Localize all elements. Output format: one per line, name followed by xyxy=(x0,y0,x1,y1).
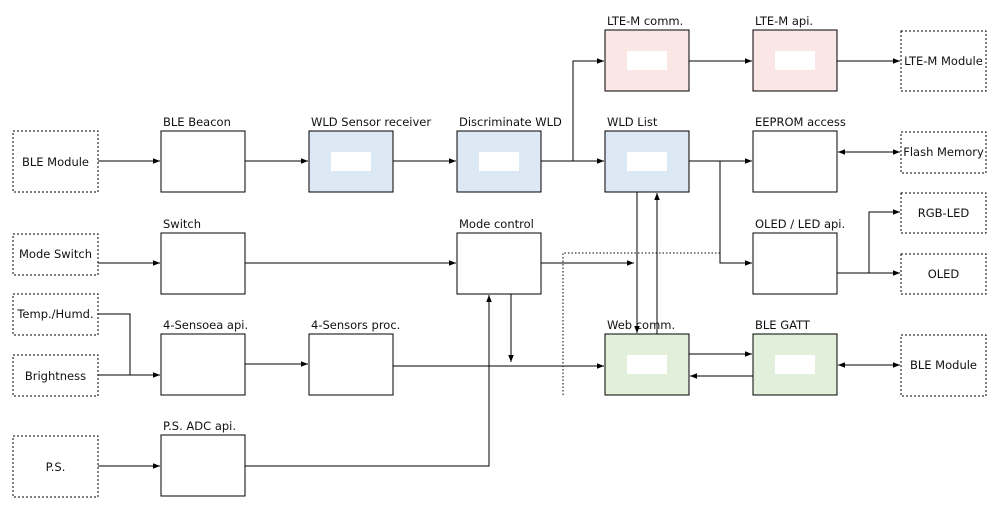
ext-brightness: Brightness xyxy=(12,354,99,397)
svg-text:BLE Module: BLE Module xyxy=(22,155,89,169)
block-mode-control: Mode control xyxy=(456,217,542,295)
ext-mode-switch: Mode Switch xyxy=(12,233,99,276)
svg-text:BLE Module: BLE Module xyxy=(910,358,977,372)
ext-temp-humd: Temp./Humd. xyxy=(12,293,99,336)
ext-oled: OLED xyxy=(900,253,987,295)
block-ble-gatt: BLE GATT xyxy=(752,318,838,396)
conn-oledapi-rgbled xyxy=(868,209,900,273)
svg-text:OLED / LED api.: OLED / LED api. xyxy=(755,217,845,231)
block-wld-sensor-receiver: WLD Sensor receiver xyxy=(308,115,431,193)
svg-text:Flash Memory: Flash Memory xyxy=(903,145,984,159)
ext-rgb-led: RGB-LED xyxy=(900,192,987,234)
svg-text:Mode control: Mode control xyxy=(459,217,534,231)
svg-text:WLD List: WLD List xyxy=(607,115,658,129)
svg-text:Mode Switch: Mode Switch xyxy=(19,247,92,261)
svg-text:LTE-M Module: LTE-M Module xyxy=(904,54,983,68)
block-web-comm: Web comm. xyxy=(604,318,690,396)
block-oled-led-api: OLED / LED api. xyxy=(752,217,845,295)
svg-text:Discriminate WLD: Discriminate WLD xyxy=(459,115,562,129)
ext-flash-memory: Flash Memory xyxy=(900,131,987,174)
svg-text:BLE GATT: BLE GATT xyxy=(755,318,811,332)
svg-text:Switch: Switch xyxy=(163,217,201,231)
block-lte-api: LTE-M api. xyxy=(752,14,838,92)
block-sensors-proc: 4-Sensors proc. xyxy=(308,318,400,396)
ext-ble-module-out: BLE Module xyxy=(900,334,987,397)
conn-temphumd-merge xyxy=(98,313,131,375)
block-lte-comm: LTE-M comm. xyxy=(604,14,690,92)
block-discriminate-wld: Discriminate WLD xyxy=(456,115,562,193)
ext-ble-module-in: BLE Module xyxy=(12,130,99,193)
conn-discriminate-ltecomm xyxy=(572,58,604,161)
conn-adcapi-modecontrol xyxy=(245,295,492,467)
conn-wldlist-oledapi xyxy=(719,161,752,266)
svg-text:4-Sensoea api.: 4-Sensoea api. xyxy=(163,318,248,332)
svg-text:EEPROM access: EEPROM access xyxy=(755,115,846,129)
connectors xyxy=(98,58,900,469)
svg-text:Brightness: Brightness xyxy=(25,369,86,383)
block-eeprom-access: EEPROM access xyxy=(752,115,846,193)
svg-text:WLD Sensor receiver: WLD Sensor receiver xyxy=(311,115,431,129)
svg-text:LTE-M api.: LTE-M api. xyxy=(755,14,813,28)
ext-lte-module: LTE-M Module xyxy=(900,30,987,92)
svg-text:LTE-M comm.: LTE-M comm. xyxy=(607,14,683,28)
svg-text:RGB-LED: RGB-LED xyxy=(918,206,970,220)
block-switch: Switch xyxy=(160,217,246,295)
svg-text:P.S. ADC api.: P.S. ADC api. xyxy=(163,419,236,433)
svg-text:4-Sensors proc.: 4-Sensors proc. xyxy=(311,318,400,332)
block-sensors-api: 4-Sensoea api. xyxy=(160,318,248,396)
svg-text:BLE Beacon: BLE Beacon xyxy=(163,115,231,129)
svg-text:P.S.: P.S. xyxy=(46,460,66,474)
block-ble-beacon: BLE Beacon xyxy=(160,115,246,193)
svg-text:Temp./Humd.: Temp./Humd. xyxy=(16,307,93,321)
svg-text:Web comm.: Web comm. xyxy=(607,318,675,332)
svg-text:OLED: OLED xyxy=(928,267,960,281)
block-wld-list: WLD List xyxy=(604,115,690,193)
ext-ps: P.S. xyxy=(12,435,99,498)
block-ps-adc-api: P.S. ADC api. xyxy=(160,419,246,497)
